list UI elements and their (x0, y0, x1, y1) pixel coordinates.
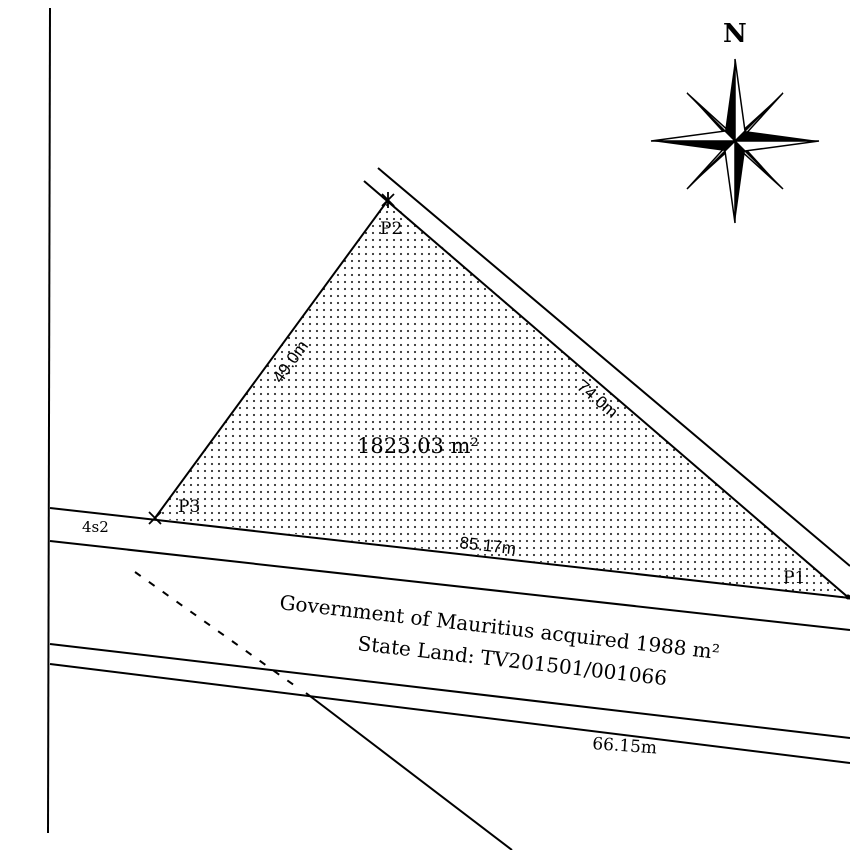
point-marker-p3 (148, 511, 162, 525)
point-marker-p1 (845, 594, 850, 600)
left-boundary-line (47, 7, 51, 834)
dashed-guide-line (134, 571, 299, 689)
road-top-line (49, 507, 850, 599)
point-label-p3: P3 (178, 497, 200, 517)
point-marker-p2 (381, 192, 395, 208)
lower-diagonal-line (305, 692, 513, 850)
compass-rose-icon (650, 58, 820, 224)
point-label-p2: P2 (380, 219, 402, 239)
compass-north-label: N (723, 19, 747, 49)
road-label: 4s2 (82, 518, 109, 536)
boundary-p3-p2 (154, 199, 389, 519)
lower-boundary-label: 66.15m (592, 734, 658, 758)
parcel-area-label: 1823.03 m² (357, 434, 479, 458)
lower-boundary-line (49, 663, 850, 764)
diagonal-road-outer-line (377, 167, 850, 567)
parcel-area (155, 200, 848, 597)
point-label-p1: P1 (783, 568, 805, 588)
strip-bottom-line (49, 643, 850, 739)
road-second-line (49, 540, 850, 631)
diagonal-road-inner-line (363, 180, 850, 600)
